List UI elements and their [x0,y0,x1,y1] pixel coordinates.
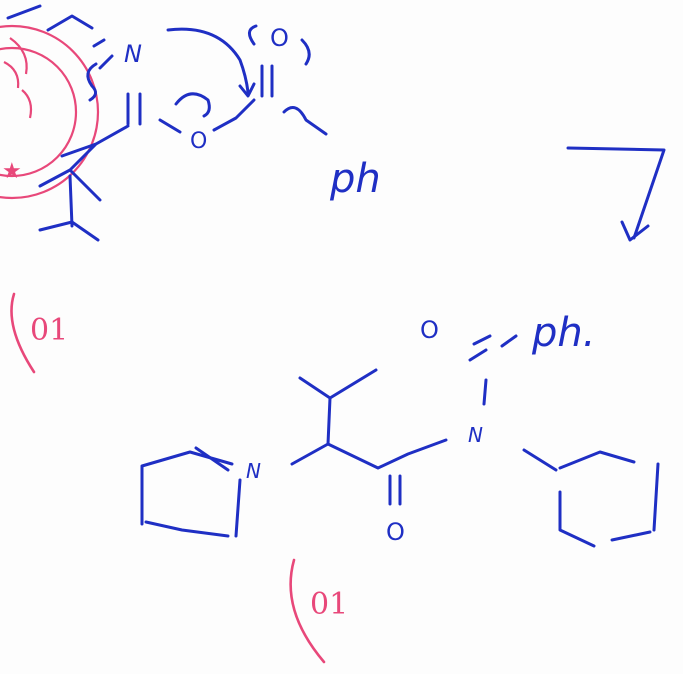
upper-isopropyl-tail [38,220,100,242]
reaction-arrow-head [620,220,650,242]
lower-ring-nitrogen-label: N [246,459,261,483]
upper-ester-bonds [158,98,256,134]
upper-oxygen-lone-pairs [248,24,311,66]
upper-carbonyl-double-bond [260,64,274,98]
upper-isopropyl-bonds [38,124,130,228]
upper-curved-arrow-main [166,27,256,98]
lower-amide-nitrogen-label: N [468,423,483,447]
stamp-star-icon: ★ [2,159,22,184]
lower-left-ring-inner-bond [194,446,230,472]
upper-nitrogen-label: N [124,40,142,68]
upper-grade-text: 01 [30,313,68,348]
stamp-inner-ring [0,46,78,178]
lower-grade-text: 01 [310,587,348,622]
lower-phenyl-label: ph. [531,310,595,356]
upper-curved-arrow-left [86,62,98,102]
upper-nitrogen-bonds [92,38,114,70]
upper-chain-bonds [6,4,94,32]
upper-oxygen-label: O [190,129,207,154]
reaction-arrow-shaft [566,146,666,240]
university-stamp: ★ [0,24,100,200]
lower-left-ring [140,450,242,538]
reaction-arrow [566,146,666,242]
stamp-outer-ring [0,24,100,200]
lower-grade-bracket [289,558,326,664]
upper-grade-bracket [10,292,36,374]
lower-carbonyl-double-bond [388,474,402,506]
upper-carbonyl-oxygen-label: O [270,24,289,52]
stamp-lettering [3,37,33,119]
lower-main-chain [290,438,448,470]
lower-acyl-bonds [468,334,518,406]
lower-acyl-oxygen-label: O [420,316,439,344]
upper-imine-double-bond [126,92,142,126]
upper-curved-arrow-middle [174,92,211,118]
upper-phenyl-bond [282,106,328,136]
lower-isopropyl-bonds [298,368,378,446]
lower-carbonyl-oxygen-label: O [386,518,405,546]
upper-structure: N O O ph [6,4,381,242]
lower-structure: N O N O ph. [140,310,660,548]
upper-grade: 01 [10,292,68,374]
upper-phenyl-label: ph [329,156,381,202]
lower-grade: 01 [289,558,348,664]
lower-right-ring [522,448,660,548]
